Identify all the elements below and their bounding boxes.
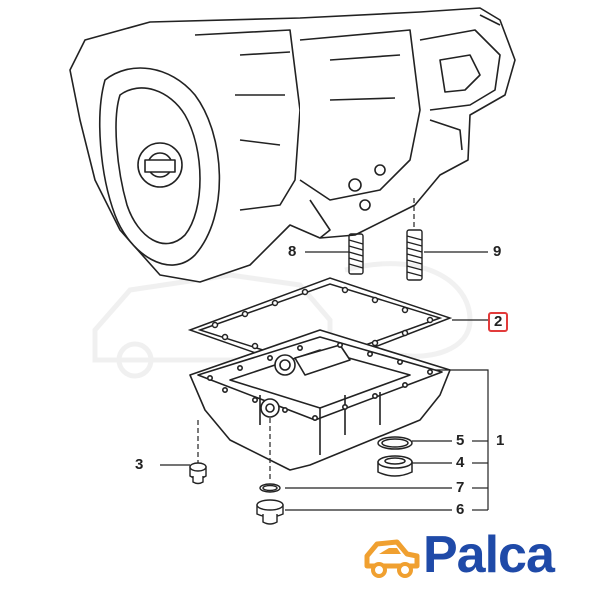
callout-9: 9 [493,243,502,260]
o-ring-5 [377,436,413,450]
callout-3: 3 [135,456,144,473]
callout-5: 5 [456,432,465,449]
drain-plug-6 [256,499,284,525]
callout-8: 8 [288,243,297,260]
brand-name: Palca [423,526,555,584]
callout-6: 6 [456,501,465,518]
spring-9 [406,229,423,281]
car-icon [364,539,420,578]
o-ring-7 [259,483,281,493]
callout-7: 7 [456,479,465,496]
transmission-housing [69,7,516,283]
callout-2: 2 [488,312,509,332]
spring-8 [348,233,364,275]
callout-4: 4 [456,454,465,471]
palca-logo: Palca [363,522,575,588]
callout-1: 1 [496,432,505,449]
oil-pan [189,329,451,471]
bolt-3 [189,462,207,485]
plug-4 [377,455,413,477]
leader-lines [160,251,489,511]
